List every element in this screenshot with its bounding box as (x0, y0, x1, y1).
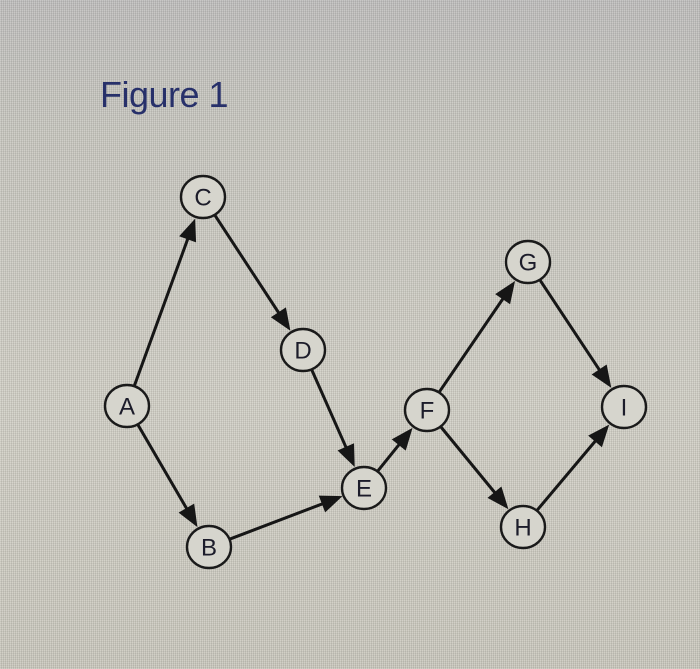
node-label: A (119, 394, 135, 421)
node-circle (340, 465, 388, 511)
node-a: A (103, 383, 151, 429)
arrowhead-icon (318, 495, 343, 513)
arrowhead-icon (391, 427, 413, 451)
edge-f-to-h (439, 426, 509, 510)
node-circle (403, 387, 451, 433)
node-circle (185, 524, 233, 570)
arrowhead-icon (588, 424, 610, 448)
node-circle (504, 239, 552, 285)
edge-line (229, 501, 325, 541)
arrowhead-icon (487, 486, 509, 510)
edge-line (376, 442, 402, 472)
edge-line (439, 426, 497, 495)
arrowhead-icon (178, 503, 198, 528)
figure-title: Figure 1 (100, 74, 229, 115)
edge-a-to-c (133, 218, 197, 386)
arrowhead-icon (591, 364, 612, 388)
edge-e-to-f (376, 427, 413, 472)
node-circle (179, 174, 227, 220)
edge-line (310, 369, 348, 450)
edge-a-to-b (136, 424, 198, 528)
node-label: F (420, 398, 435, 425)
edge-c-to-d (213, 214, 291, 331)
node-c: C (179, 174, 227, 220)
node-label: H (514, 515, 531, 542)
node-label: I (621, 395, 628, 422)
node-label: C (194, 185, 211, 212)
nodes-layer: A B C D E F G H I (103, 174, 648, 570)
edge-line (136, 424, 189, 511)
node-label: B (201, 535, 217, 562)
edge-line (538, 279, 602, 372)
arrowhead-icon (179, 218, 197, 243)
edge-f-to-g (438, 280, 516, 393)
node-i: I (600, 384, 648, 430)
node-e: E (340, 465, 388, 511)
node-circle (279, 327, 327, 373)
edge-line (438, 296, 506, 393)
node-b: B (185, 524, 233, 570)
arrowhead-icon (495, 280, 516, 305)
node-label: D (294, 338, 311, 365)
edge-line (213, 214, 281, 315)
edge-b-to-e (229, 495, 343, 541)
node-d: D (279, 327, 327, 373)
node-g: G (504, 239, 552, 285)
node-f: F (403, 387, 451, 433)
node-circle (499, 504, 547, 550)
edge-h-to-i (536, 424, 610, 512)
edge-g-to-i (538, 279, 612, 388)
edges-layer (133, 214, 612, 541)
edge-line (536, 438, 598, 512)
edge-line (133, 236, 190, 386)
node-circle (600, 384, 648, 430)
node-label: E (356, 476, 372, 503)
node-circle (103, 383, 151, 429)
arrowhead-icon (337, 443, 355, 467)
node-h: H (499, 504, 547, 550)
node-label: G (519, 250, 538, 277)
arrowhead-icon (270, 307, 291, 331)
edge-d-to-e (310, 369, 355, 467)
